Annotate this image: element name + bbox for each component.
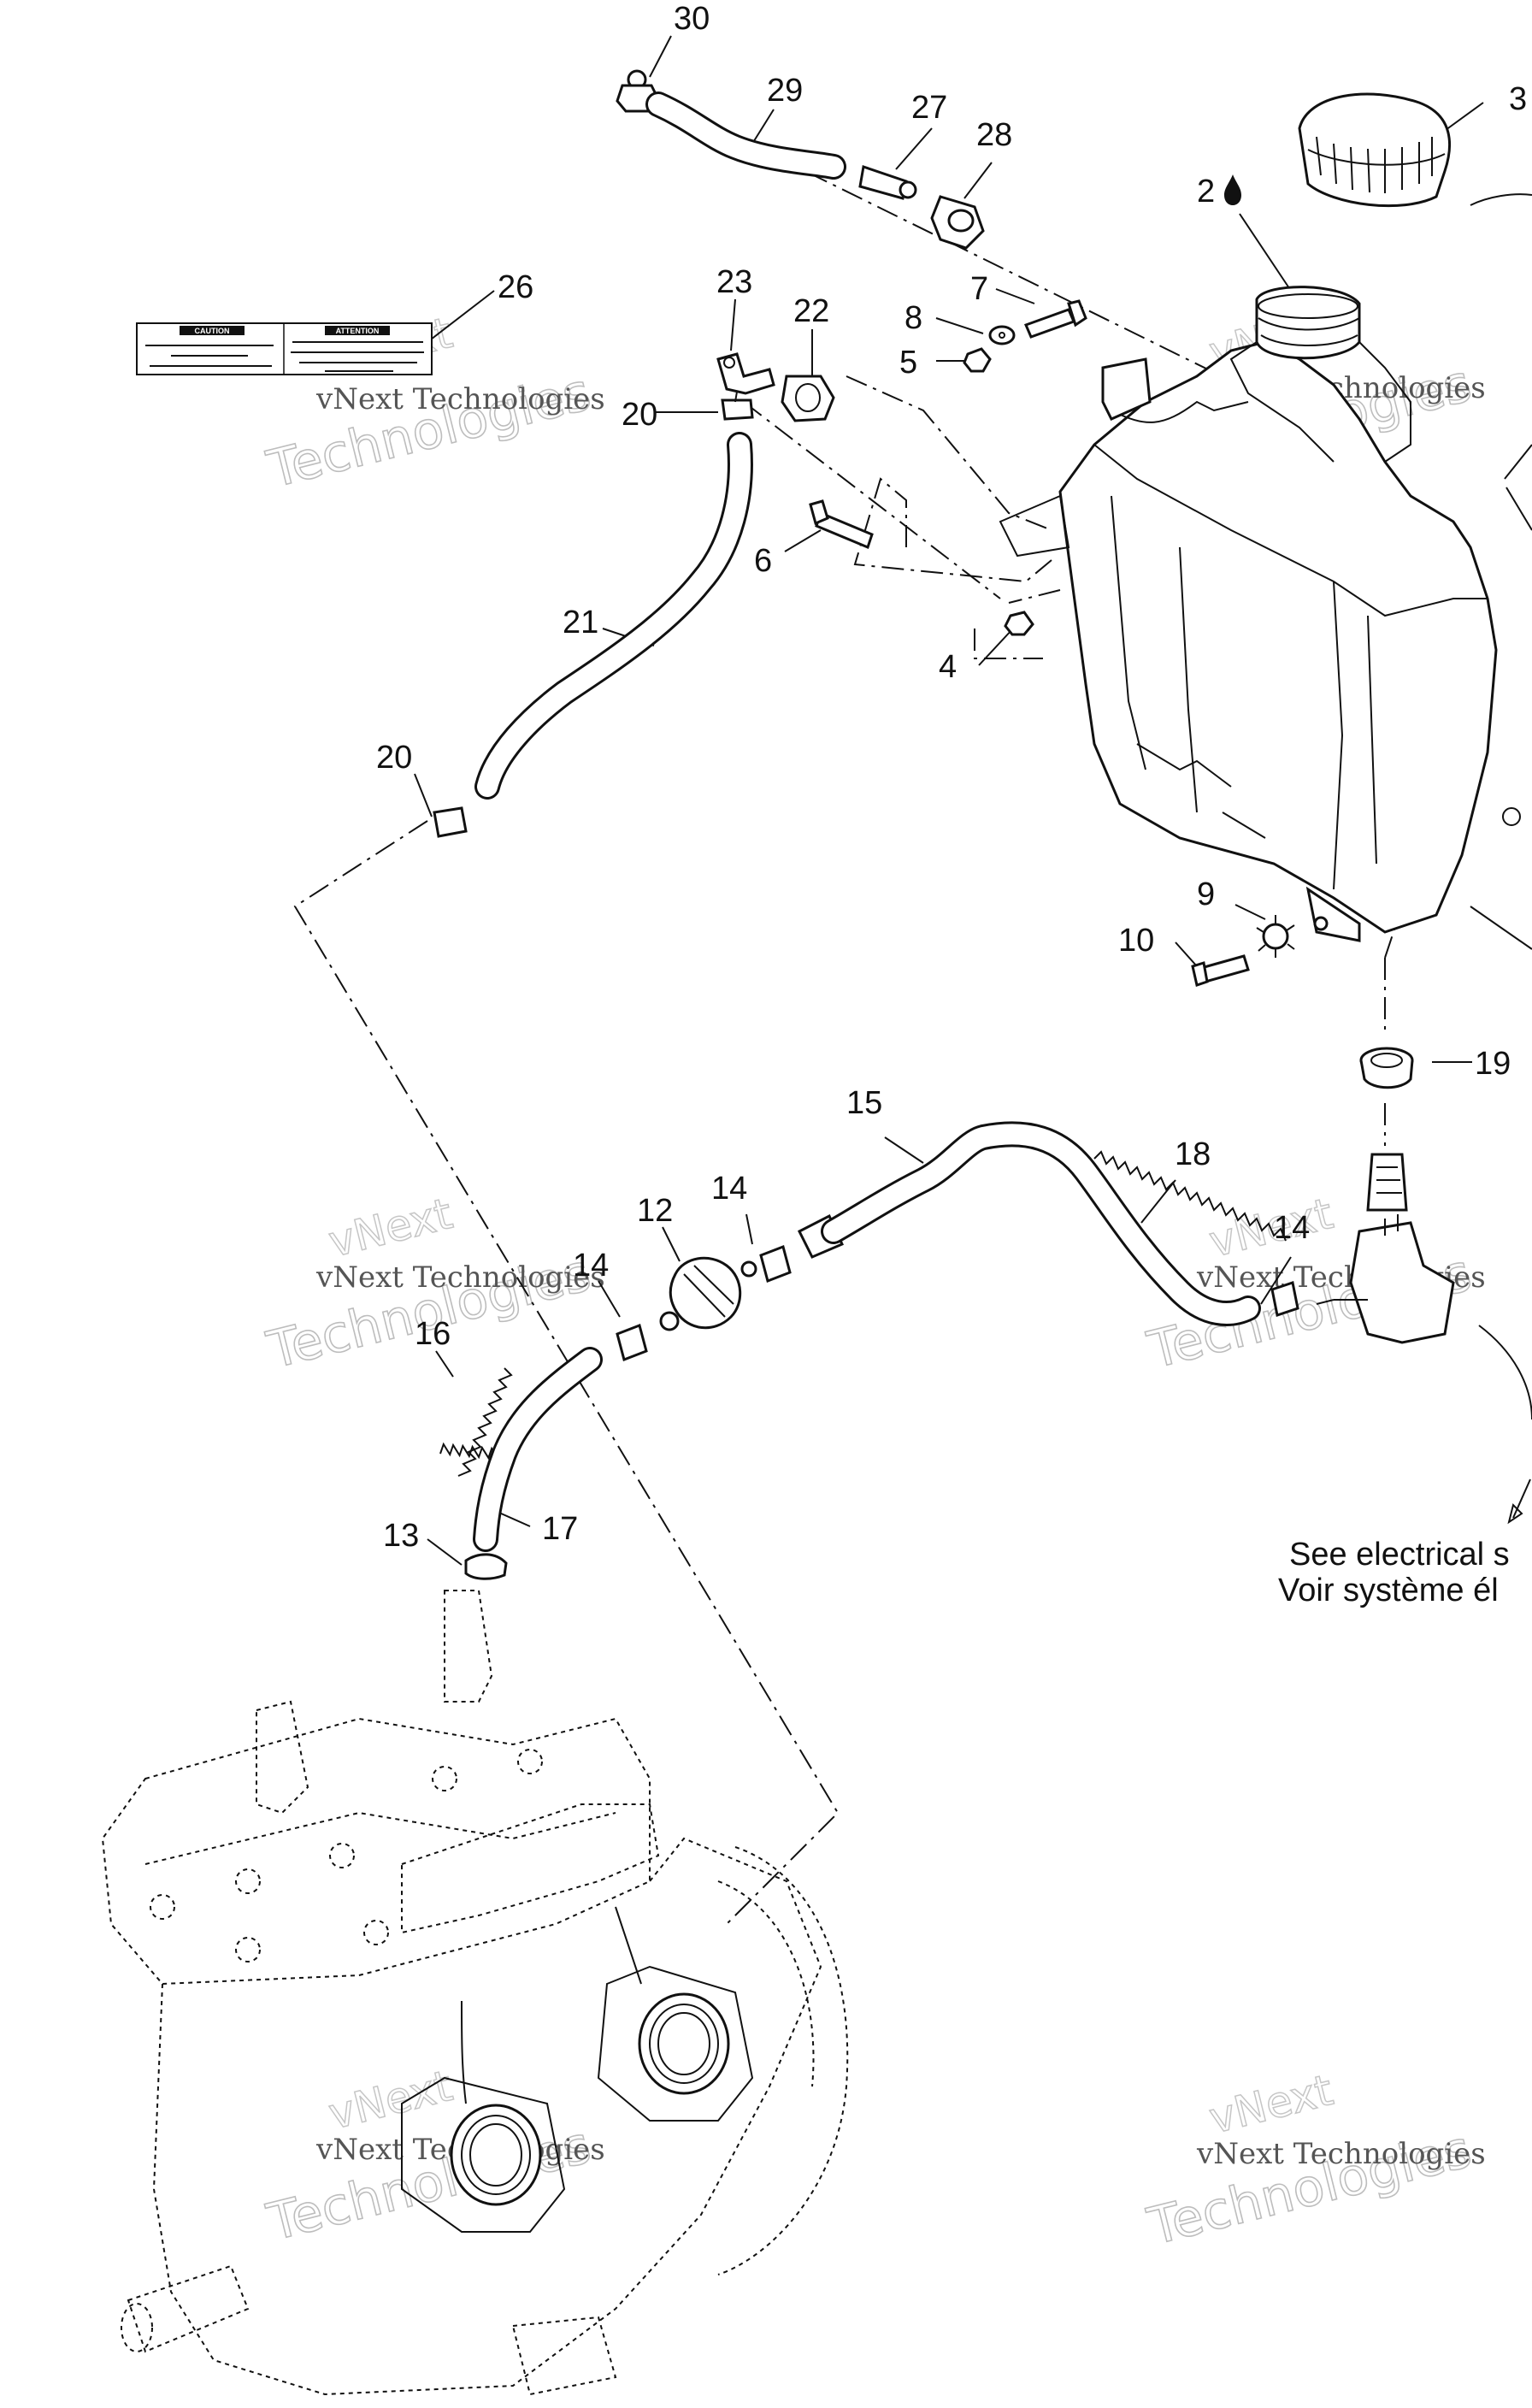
vent-fitting-assembly [616,69,985,250]
callout-23: 23 [716,264,752,300]
note-see-electrical: See electrical s [1289,1537,1510,1573]
callout-10: 10 [1118,923,1154,959]
oil-pump-hose [464,1347,603,1580]
callout-14-right: 14 [1274,1210,1310,1246]
watermark-line: vNext Technologies [315,1260,605,1295]
oil-tank [999,286,1532,950]
callout-30: 30 [674,1,710,37]
callout-3: 3 [1509,81,1527,117]
spring-guard-lower [439,1367,513,1477]
callout-29: 29 [767,73,803,109]
callout-19: 19 [1475,1046,1511,1082]
caution-decal: CAUTION ATTENTION [136,322,433,375]
watermark-bottom-left: vNext Technologies vNext Technologies [261,2060,605,2253]
watermark-vnext: vNext [324,1189,457,1267]
callout-21: 21 [563,605,598,640]
callout-16: 16 [415,1316,451,1352]
callout-9: 9 [1197,876,1215,912]
callout-17: 17 [542,1511,578,1547]
callout-14-left: 14 [573,1248,609,1284]
callout-4: 4 [939,649,957,685]
watermark-line: vNext Technologies [315,382,605,416]
callout-14-mid: 14 [711,1171,747,1207]
callout-2: 2 [1197,174,1215,210]
oil-supply-hose [821,1121,1261,1326]
check-valve-assembly [616,1213,1299,1361]
oil-tank-cap [1298,92,1532,208]
callout-20-lower: 20 [376,740,412,776]
callout-5: 5 [899,345,917,381]
oil-drop-icon [1224,174,1241,205]
engine-block [101,1590,849,2396]
callout-28: 28 [976,117,1012,153]
callout-18: 18 [1175,1136,1211,1172]
vent-hose [433,432,753,838]
leader-lines [414,35,1484,1566]
callout-22: 22 [793,293,829,329]
decal-caution-title: CAUTION [195,327,230,335]
electrical-reference-note: See electrical s Voir système él [1278,1537,1510,1608]
watermark-vnext: vNext [1205,2065,1338,2144]
upper-vent-fittings [716,352,835,422]
watermark-mid-left: vNext Technologies vNext Technologies [261,1188,605,1381]
watermark-vnext: vNext [324,2061,457,2139]
callout-8: 8 [904,300,922,336]
hardware [809,299,1414,1089]
oil-level-sensor [1316,1153,1532,1525]
callout-6: 6 [754,543,772,579]
callout-7: 7 [970,271,988,307]
watermark-bottom-right: vNext Technologies vNext Technologies [1141,2064,1486,2258]
callout-27: 27 [911,90,947,126]
decal-attention-title: ATTENTION [336,327,380,335]
callout-26: 26 [498,269,533,305]
callout-labels: 30 29 27 28 3 2 26 23 22 7 8 5 20 6 4 21… [376,1,1527,1554]
watermark-line: vNext Technologies [1196,2137,1486,2171]
callout-13: 13 [383,1518,419,1554]
callout-12: 12 [637,1193,673,1229]
spring-guard-upper [1093,1150,1287,1242]
callout-20-upper: 20 [622,397,657,433]
callout-15: 15 [846,1085,882,1121]
note-voir-systeme: Voir système él [1278,1573,1499,1608]
